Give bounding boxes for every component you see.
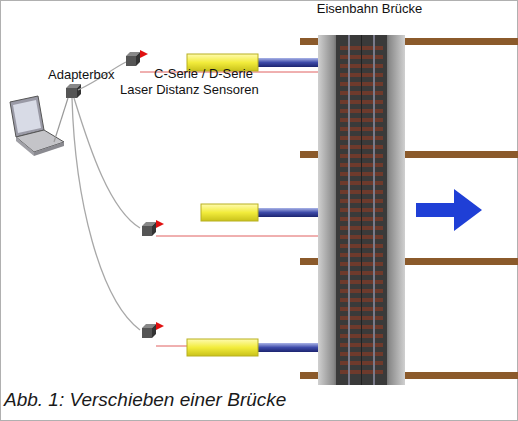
track (318, 35, 405, 385)
laptop (10, 96, 64, 156)
figure-caption: Abb. 1: Verschieben einer Brücke (4, 389, 286, 412)
adapter-box (54, 84, 81, 142)
cables (72, 62, 140, 330)
adapter-label: Adapterbox (48, 67, 115, 83)
sensor-label: C-Serie / D-Serie Laser Distanz Sensoren (120, 66, 276, 97)
hydraulic-cylinders (187, 54, 318, 356)
move-arrow (416, 189, 482, 231)
bridge-title: Eisenbahn Brücke (315, 1, 425, 17)
laser-beams (140, 72, 318, 346)
railway-bridge: Eisenbahn Brücke (318, 35, 405, 385)
